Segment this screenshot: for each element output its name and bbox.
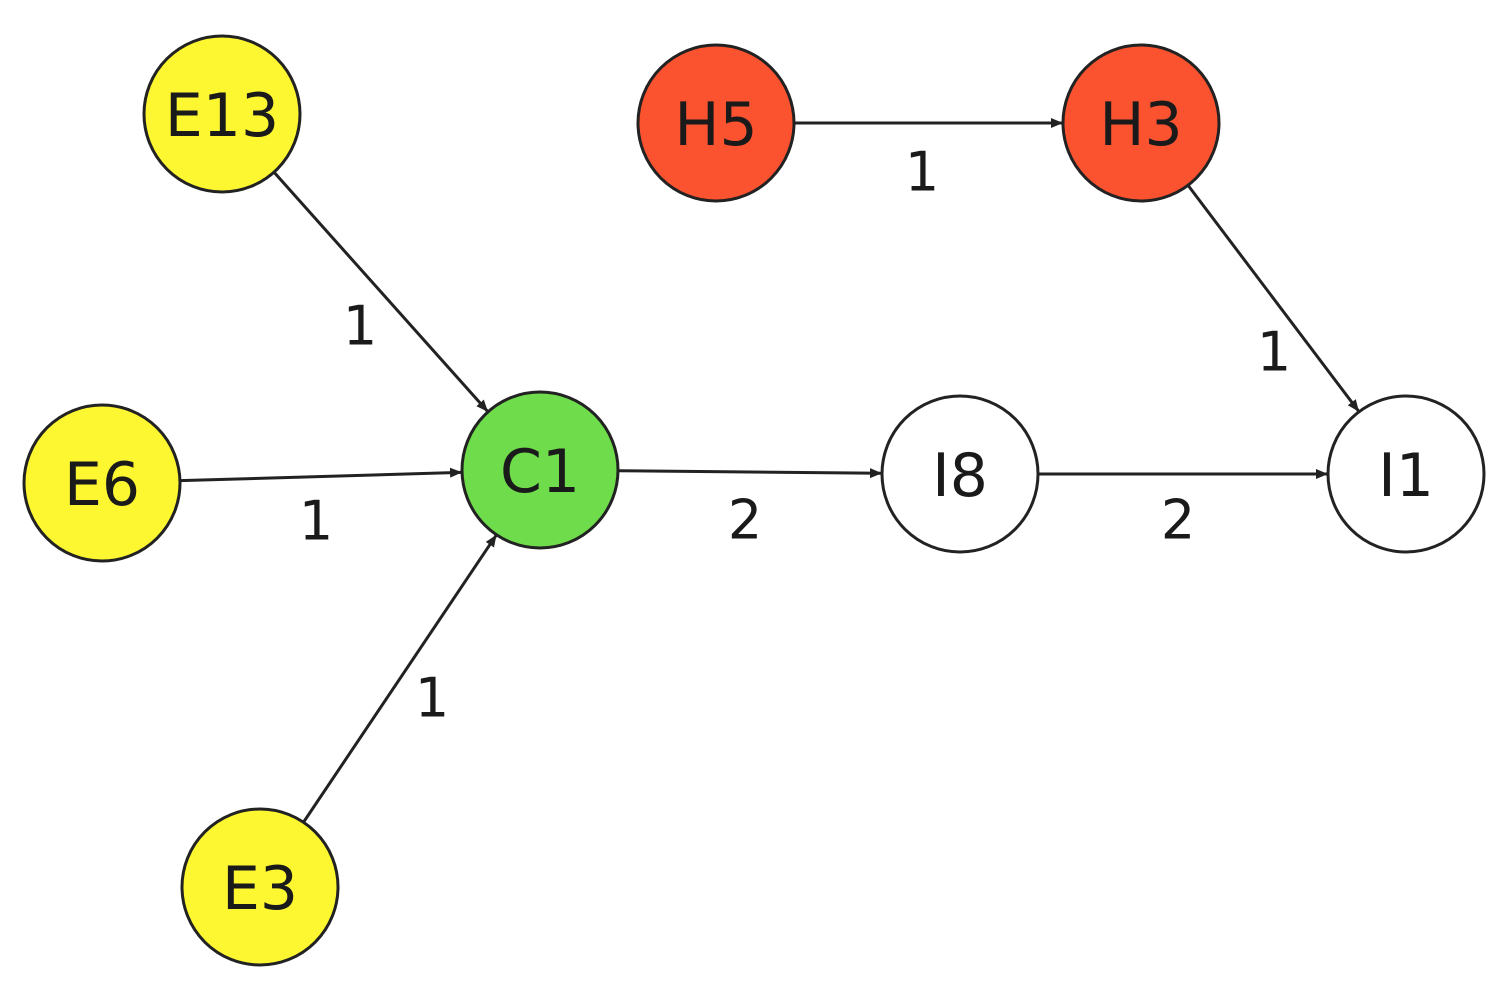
node-label-i1: I1	[1378, 441, 1434, 511]
edge-c1-to-i8	[617, 468, 883, 479]
edges-layer	[179, 118, 1360, 824]
node-label-i8: I8	[932, 441, 988, 511]
node-c1: C1	[460, 390, 620, 550]
node-label-h3: H3	[1099, 90, 1182, 160]
node-label-e13: E13	[165, 81, 279, 151]
node-label-e6: E6	[64, 450, 140, 520]
edge-weight-h3-to-i1: 1	[1257, 321, 1291, 384]
node-circle-e6	[22, 403, 182, 563]
node-h5: H5	[636, 43, 796, 203]
node-i1: I1	[1326, 394, 1486, 554]
node-circle-h3	[1061, 43, 1221, 203]
node-label-c1: C1	[500, 437, 580, 507]
node-e6: E6	[22, 403, 182, 563]
node-label-e3: E3	[222, 854, 298, 924]
node-i8: I8	[880, 394, 1040, 554]
node-circle-i8	[880, 394, 1040, 554]
node-circle-e13	[142, 34, 302, 194]
edge-e6-to-c1	[179, 467, 463, 483]
node-circle-i1	[1326, 394, 1486, 554]
node-circle-c1	[460, 390, 620, 550]
node-h3: H3	[1061, 43, 1221, 203]
node-circle-e3	[180, 807, 340, 967]
edge-weight-e13-to-c1: 1	[343, 295, 377, 358]
edge-labels-layer: 1 1 1 2 2 1 1	[299, 141, 1291, 730]
edge-h3-to-i1	[1186, 184, 1360, 412]
edge-e13-to-c1	[272, 171, 489, 413]
edge-weight-h5-to-h3: 1	[905, 141, 939, 204]
edge-weight-e6-to-c1: 1	[299, 490, 333, 553]
edge-weight-e3-to-c1: 1	[415, 667, 449, 730]
node-circle-h5	[636, 43, 796, 203]
node-e13: E13	[142, 34, 302, 194]
node-e3: E3	[180, 807, 340, 967]
edge-weight-i8-to-i1: 2	[1161, 489, 1195, 552]
edge-e3-to-c1	[302, 534, 498, 824]
node-label-h5: H5	[674, 90, 757, 160]
edge-weight-c1-to-i8: 2	[728, 489, 762, 552]
